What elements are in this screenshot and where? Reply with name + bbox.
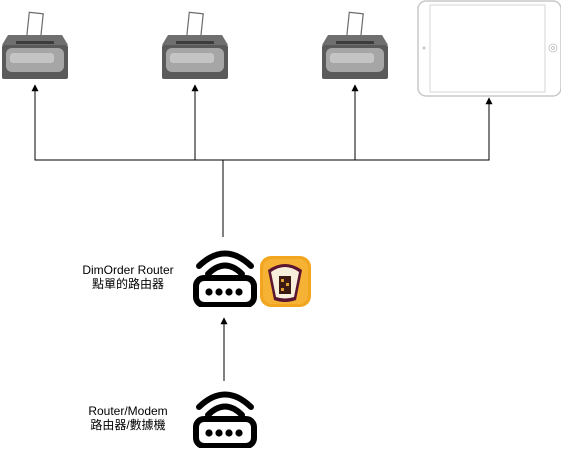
connector-lines [31, 84, 493, 237]
printer-icon-2 [161, 11, 229, 80]
modem-label: Router/Modem 路由器/數據機 [78, 404, 178, 432]
modem-label-line1: Router/Modem [88, 404, 168, 418]
printer-icon-3 [321, 11, 389, 80]
dimorder-app-icon [260, 256, 311, 307]
printer-icon-1 [1, 11, 69, 80]
dimorder-router-label-line1: DimOrder Router [82, 263, 174, 277]
wifi-router-icon-dimorder [196, 254, 254, 306]
tablet-icon [417, 0, 561, 97]
wifi-router-icon-modem [196, 395, 254, 447]
modem-label-line2: 路由器/數據機 [90, 418, 166, 432]
dimorder-router-label-line2: 點單的路由器 [91, 277, 164, 291]
dimorder-router-label: DimOrder Router 點單的路由器 [78, 263, 178, 291]
